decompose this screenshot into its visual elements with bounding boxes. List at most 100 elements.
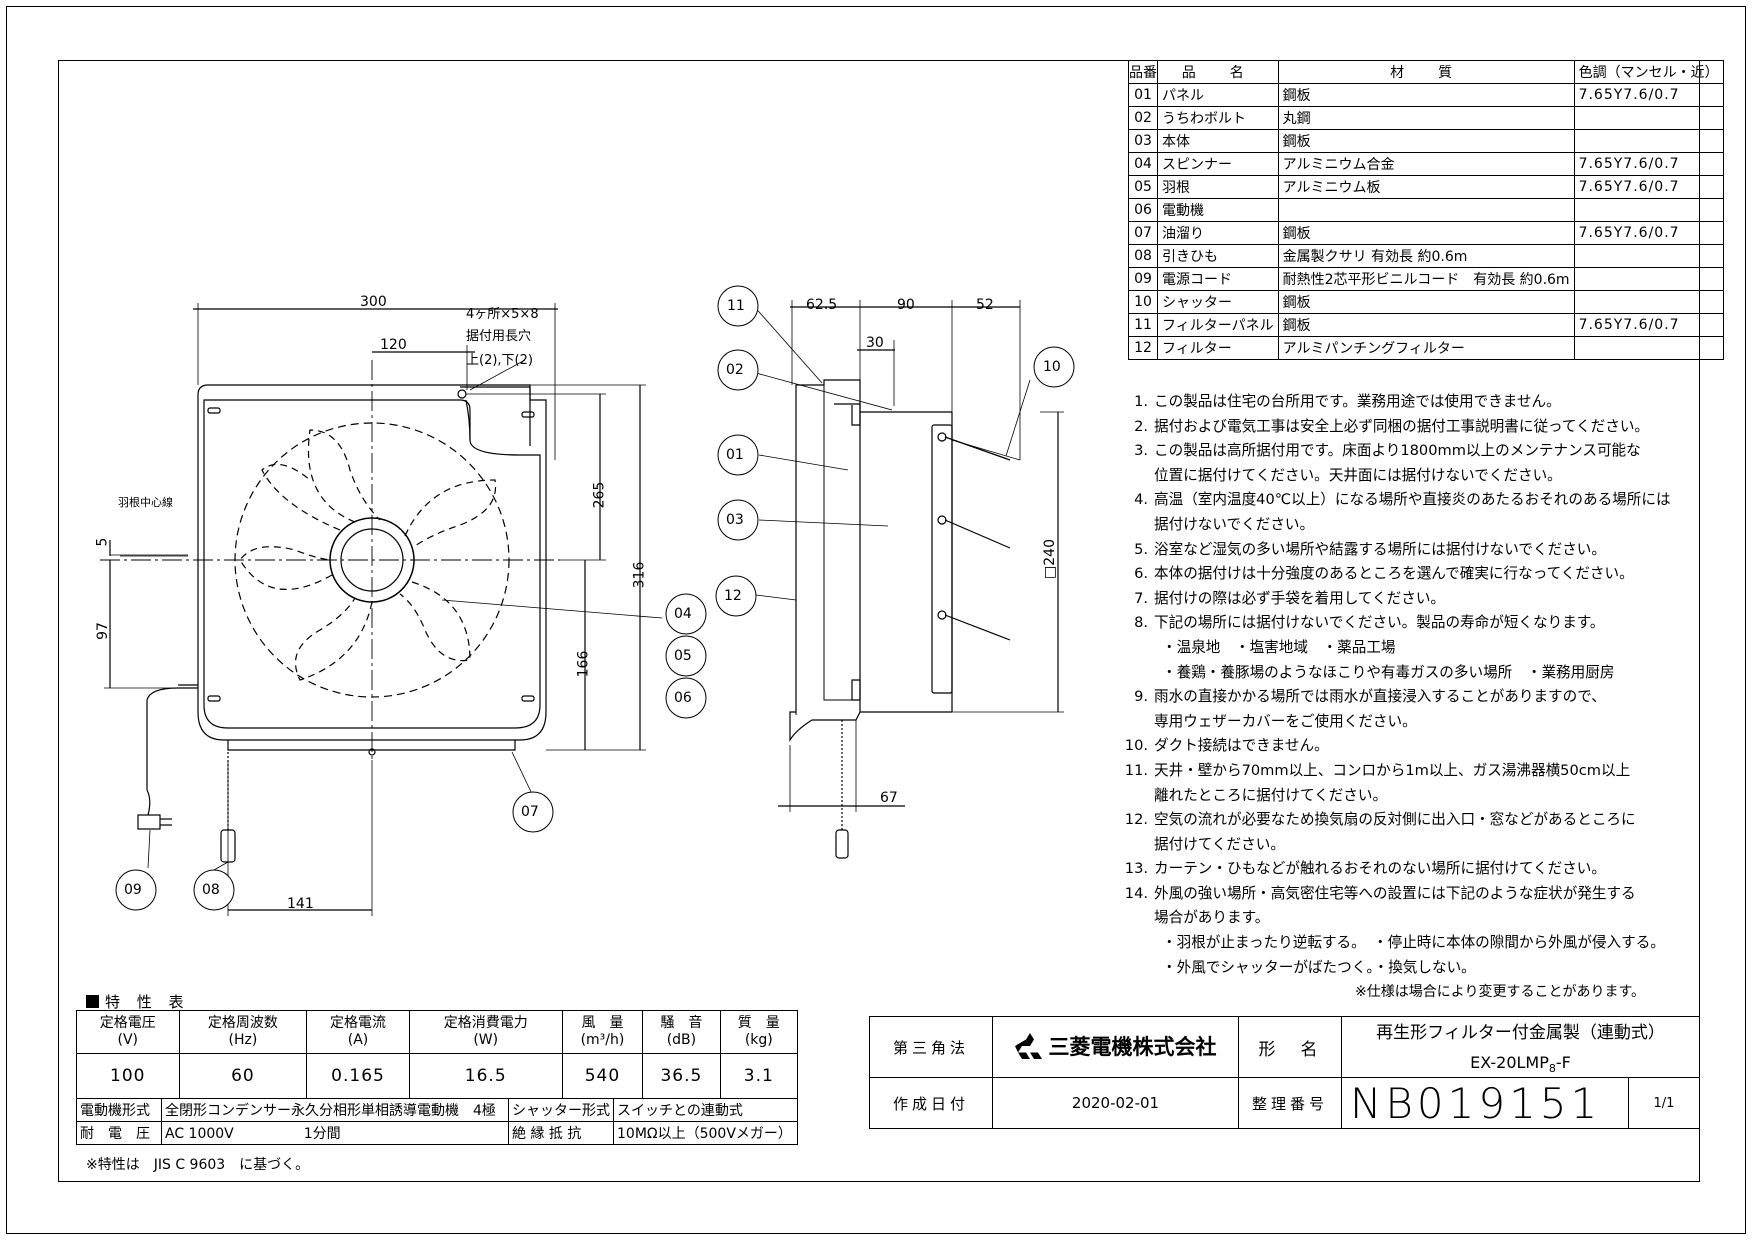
note-number: 2. <box>1134 417 1148 435</box>
part-material: 鋼板 <box>1277 313 1575 337</box>
spec-header-cell: 騒 音(dB) <box>642 1010 721 1054</box>
balloon-label-07: 07 <box>521 804 539 820</box>
front-panel-outline <box>203 399 541 729</box>
part-material: 鋼板 <box>1277 129 1575 153</box>
front-body-outline <box>197 384 547 741</box>
part-number: 01 <box>1128 83 1158 107</box>
hole-note-1: 4ヶ所×5×8 <box>466 307 539 322</box>
model-sub: 8 <box>1548 1062 1556 1076</box>
note-number: 1. <box>1134 393 1148 410</box>
title-block: 第三角法 三菱電機株式会社 形 名 再生形フィルター付金属製（連動式） EX-2… <box>869 1016 1700 1129</box>
dim-300: 300 <box>360 294 387 310</box>
part-color: 7.65Y7.6/0.7 <box>1573 152 1724 176</box>
note-number: 12. <box>1124 811 1148 829</box>
note-line: 据付けないでください。 <box>1154 515 1315 533</box>
model-suffix: -F <box>1555 1053 1571 1073</box>
part-color: 7.65Y7.6/0.7 <box>1573 221 1724 245</box>
dim-67: 67 <box>880 790 898 806</box>
note-text: 下記の場所には据付けないでください。製品の寿命が短くなります。 <box>1154 614 1605 632</box>
spec-header-cell: 定格周波数(Hz) <box>178 1010 308 1054</box>
parts-header-material: 材 質 <box>1277 60 1575 84</box>
center-line-label: 羽根中心線 <box>118 496 173 509</box>
balloon-09 <box>115 869 157 911</box>
spec-value-cell: 100 <box>76 1053 180 1099</box>
spec-value-cell: 540 <box>561 1053 644 1099</box>
dim-30: 30 <box>866 335 884 351</box>
part-material: 金属製クサリ 有効長 約0.6m <box>1277 244 1575 268</box>
mitsubishi-logo-icon <box>1014 1033 1042 1059</box>
spec-title: 特 性 表 <box>86 991 190 1012</box>
part-color <box>1573 267 1724 291</box>
note-number: 8. <box>1134 614 1148 632</box>
voltage-time: 1分間 <box>303 1126 341 1142</box>
balloon-10 <box>1033 346 1075 388</box>
part-color: 7.65Y7.6/0.7 <box>1573 313 1724 337</box>
part-material: 鋼板 <box>1277 83 1575 107</box>
note-sub-item: ・外風でシャッターがばたつく。・換気しない。 <box>1162 958 1476 976</box>
spec-value-cell: 60 <box>178 1053 308 1099</box>
note-line: 6.本体の据付けは十分強度のあるところを選んで確実に行なってください。 <box>1120 562 1671 587</box>
spec-footnote: ※特性は JIS C 9603 に基づく。 <box>86 1157 310 1173</box>
dim-90: 90 <box>897 297 915 313</box>
note-number: 14. <box>1124 884 1148 902</box>
balloon-label-05: 05 <box>674 648 692 664</box>
balloon-label-06: 06 <box>674 690 692 706</box>
note-line: 場合があります。 <box>1154 909 1270 927</box>
note-text: 外風の強い場所・高気密住宅等への設置には下記のような症状が発生する <box>1154 884 1636 902</box>
number-value: NB019151 <box>1341 1077 1629 1129</box>
parts-header-row: 品番 品 名 材 質 色調（マンセル・近） <box>1128 60 1724 84</box>
motor-label: 電動機形式 <box>76 1098 162 1122</box>
note-text: この製品は高所据付用です。床面より1800mm以上のメンテナンス可能な <box>1154 442 1641 460</box>
note-text: 据付けの際は必ず手袋を着用してください。 <box>1154 589 1446 607</box>
part-material: アルミニウム板 <box>1277 175 1575 199</box>
insulation-label: 絶 縁 抵 抗 <box>508 1121 614 1145</box>
part-number: 11 <box>1128 313 1158 337</box>
voltage-value: AC 1000V <box>165 1126 234 1142</box>
dim-97: 97 <box>94 622 111 640</box>
dim-141: 141 <box>287 896 314 912</box>
model-label: 形 名 <box>1238 1016 1342 1078</box>
note-sub-item: ・温泉地 ・塩害地域 ・薬品工場 <box>1162 638 1396 656</box>
note-number: 13. <box>1124 860 1148 878</box>
model-cell: 再生形フィルター付金属製（連動式） EX-20LMP8-F <box>1341 1016 1700 1078</box>
part-name: 羽根 <box>1157 175 1279 199</box>
spec-header-line: (Hz) <box>228 1032 258 1048</box>
note-line: 専用ウェザーカバーをご使用ください。 <box>1154 712 1417 730</box>
balloon-label-12: 12 <box>724 588 742 604</box>
note-text: 天井・壁から70mm以上、コンロから1m以上、ガス湯沸器横50cm以上 <box>1154 761 1631 779</box>
shutter <box>931 424 953 694</box>
spec-header-line: 質 量 <box>737 1015 780 1031</box>
dim-120: 120 <box>380 337 407 353</box>
note-text: ダクト接続はできません。 <box>1154 737 1329 755</box>
note-text: 高温（室内温度40℃以上）になる場所や直接炎のあたるおそれのある場所には <box>1154 491 1671 509</box>
date-label: 作成日付 <box>869 1077 993 1129</box>
spec-header-cell: 風 量(m³/h) <box>561 1010 644 1054</box>
part-color: 7.65Y7.6/0.7 <box>1573 83 1724 107</box>
notes-list: 1.この製品は住宅の台所用です。業務用途では使用できません。2.据付および電気工… <box>1120 390 1671 1005</box>
note-line: 12.空気の流れが必要なため換気扇の反対側に出入口・窓などがあるところに <box>1120 808 1671 833</box>
notes-footer: ※仕様は場合により変更することがあります。 <box>1355 984 1646 1001</box>
spec-header-cell: 定格電圧(V) <box>76 1010 180 1054</box>
oil-tray <box>227 740 516 751</box>
part-number: 07 <box>1128 221 1158 245</box>
note-number: 4. <box>1134 491 1148 509</box>
note-line: 4. 高温（室内温度40℃以上）になる場所や直接炎のあたるおそれのある場所には <box>1120 488 1671 513</box>
spec-detail-table: 電動機形式 全閉形コンデンサー永久分相形単相誘導電動機 4極 シャッター形式 ス… <box>76 1098 798 1145</box>
spec-header-line: 騒 音 <box>660 1015 703 1031</box>
part-name: 電動機 <box>1157 198 1279 222</box>
note-line: 離れたところに据付けてください。 <box>1154 786 1388 804</box>
note-line: 位置に据付けてください。天井面には据付けないでください。 <box>1154 466 1562 484</box>
note-text: 本体の据付けは十分強度のあるところを選んで確実に行なってください。 <box>1154 565 1634 583</box>
note-number: 9. <box>1134 688 1148 706</box>
balloon-label-11: 11 <box>727 298 745 314</box>
